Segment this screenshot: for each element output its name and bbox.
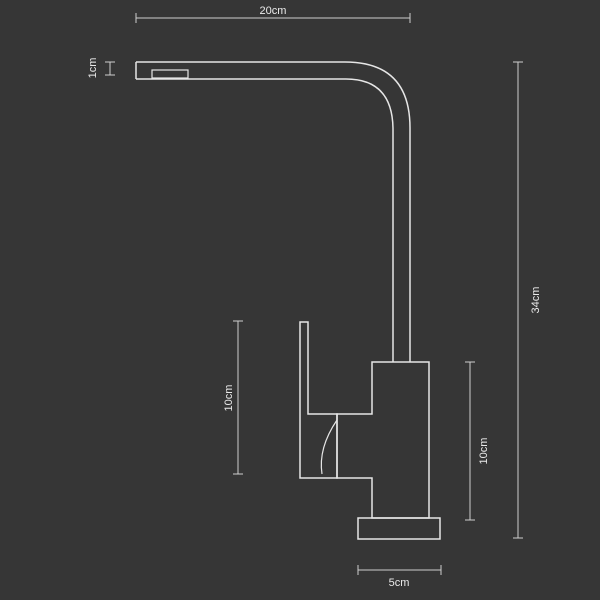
label-spout-width: 20cm: [260, 5, 287, 17]
spout-inner-edge: [136, 78, 394, 362]
label-spout-thickness: 1cm: [87, 58, 99, 79]
base-plate: [357, 517, 441, 540]
handle-curve: [320, 419, 338, 475]
faucet-outline: [135, 61, 441, 540]
aerator: [151, 69, 189, 79]
spout-outer-edge: [136, 61, 411, 362]
handle-lever: [299, 321, 338, 479]
label-total-height: 34cm: [530, 287, 542, 314]
label-handle-height: 10cm: [223, 385, 235, 412]
dimension-lines: [105, 13, 523, 575]
label-body-height: 10cm: [478, 438, 490, 465]
label-base-width: 5cm: [389, 577, 410, 589]
faucet-body: [336, 361, 430, 519]
